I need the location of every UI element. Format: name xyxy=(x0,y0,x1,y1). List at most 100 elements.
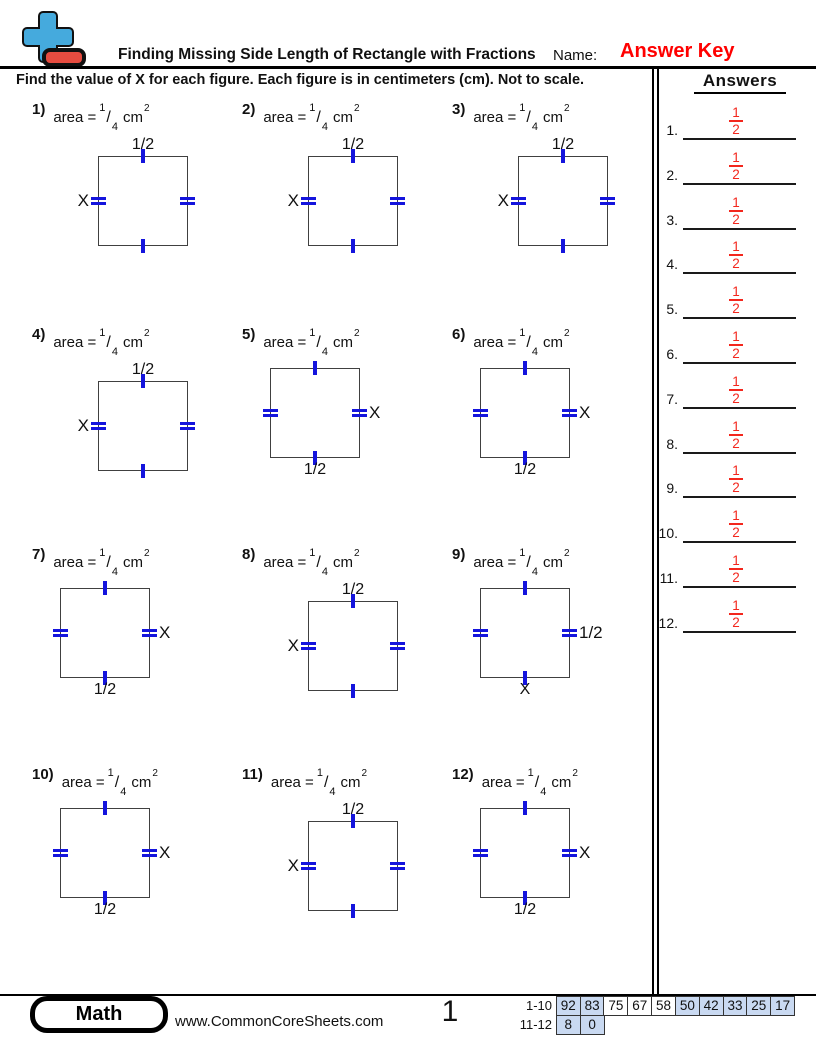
area-numerator: 1 xyxy=(519,102,526,114)
answer-blank-line xyxy=(683,272,796,274)
problem-header: 9) area =1/4cm2 xyxy=(440,540,650,578)
score-cell: 58 xyxy=(651,996,677,1016)
rectangle-figure: X 1/2 xyxy=(473,361,590,478)
fraction-bar xyxy=(729,254,743,256)
area-prefix: area = xyxy=(61,774,105,791)
area-slash: / xyxy=(526,334,531,351)
answer-blank-line xyxy=(683,317,796,319)
double-tick-mark-right xyxy=(390,862,405,870)
area-denominator: 4 xyxy=(531,346,538,358)
area-denominator: 4 xyxy=(321,346,328,358)
double-tick-mark-left xyxy=(473,409,488,417)
double-tick-mark-left xyxy=(301,197,316,205)
area-unit: cm xyxy=(333,109,353,126)
area-prefix: area = xyxy=(473,334,517,351)
area-denominator: 4 xyxy=(531,566,538,578)
area-exponent: 2 xyxy=(144,103,150,114)
problem-number: 4) xyxy=(32,326,46,343)
problem-5: 5) area =1/4cm2 X 1/2 xyxy=(230,320,440,540)
double-tick-mark-right xyxy=(180,197,195,205)
fraction-bar xyxy=(729,434,743,436)
area-denominator: 4 xyxy=(111,121,118,133)
problem-6: 6) area =1/4cm2 X 1/2 xyxy=(440,320,650,540)
area-exponent: 2 xyxy=(152,768,158,779)
answer-number: 2. xyxy=(666,167,678,183)
fraction-denominator: 2 xyxy=(732,615,740,630)
tick-mark-top xyxy=(561,149,565,163)
problem-12: 12) area =1/4cm2 X 1/2 xyxy=(440,760,650,980)
area-slash: / xyxy=(316,334,321,351)
side-label-left: X xyxy=(77,191,89,210)
area-label: area =1/4cm2 xyxy=(53,102,149,133)
answer-blank-line xyxy=(683,541,796,543)
problem-header: 8) area =1/4cm2 xyxy=(230,540,440,578)
page-number: 1 xyxy=(441,995,459,1028)
fraction-denominator: 2 xyxy=(732,480,740,495)
area-unit: cm xyxy=(131,774,152,791)
area-prefix: area = xyxy=(481,774,525,791)
rectangle-figure: 1/2 X xyxy=(288,801,405,918)
side-label-bottom: 1/2 xyxy=(513,461,537,478)
tick-mark-bottom xyxy=(313,451,317,465)
area-exponent: 2 xyxy=(144,548,150,559)
fraction-bar xyxy=(729,568,743,570)
double-tick-mark-left xyxy=(91,197,106,205)
tick-mark-top xyxy=(351,814,355,828)
subject-badge: Math xyxy=(30,996,168,1033)
side-label-left: X xyxy=(77,416,89,435)
side-label-top: 1/2 xyxy=(341,581,365,598)
tick-mark-top xyxy=(103,581,107,595)
fraction-numerator: 1 xyxy=(732,598,740,613)
fraction-denominator: 2 xyxy=(732,212,740,227)
side-label-top: 1/2 xyxy=(341,136,365,153)
side-label-bottom: 1/2 xyxy=(93,681,117,698)
tick-mark-top xyxy=(523,801,527,815)
area-label: area =1/4cm2 xyxy=(263,102,359,133)
answers-column-divider xyxy=(652,68,659,996)
fraction-denominator: 2 xyxy=(732,122,740,137)
score-cell: 42 xyxy=(698,996,724,1016)
area-unit: cm xyxy=(551,774,572,791)
tick-mark-bottom xyxy=(523,891,527,905)
side-label-top: 1/2 xyxy=(131,361,155,378)
answer-key-label: Answer Key xyxy=(620,40,735,62)
fraction-denominator: 2 xyxy=(732,167,740,182)
side-label-left: X xyxy=(287,856,299,875)
rectangle-figure: X 1/2 xyxy=(53,801,170,918)
answer-blank-line xyxy=(683,362,796,364)
answer-number: 9. xyxy=(666,480,678,496)
area-prefix: area = xyxy=(473,554,517,571)
area-denominator: 4 xyxy=(531,121,538,133)
area-denominator: 4 xyxy=(321,566,328,578)
fraction-numerator: 1 xyxy=(732,508,740,523)
problem-8: 8) area =1/4cm2 1/2 X xyxy=(230,540,440,760)
area-exponent: 2 xyxy=(361,768,368,779)
rectangle-figure: 1/2 X xyxy=(288,581,405,698)
double-tick-mark-left xyxy=(53,849,68,857)
area-exponent: 2 xyxy=(354,328,360,339)
side-label-left: X xyxy=(497,191,509,210)
problem-header: 3) area =1/4cm2 xyxy=(440,95,650,133)
double-tick-mark-right xyxy=(180,422,195,430)
area-exponent: 2 xyxy=(564,328,570,339)
score-cell: 92 xyxy=(555,996,581,1016)
tick-mark-bottom xyxy=(103,671,107,685)
problem-number: 2) xyxy=(242,101,256,118)
area-exponent: 2 xyxy=(564,103,570,114)
answers-heading: Answers xyxy=(694,71,786,94)
score-cell: 0 xyxy=(579,1015,605,1035)
tick-mark-bottom xyxy=(103,891,107,905)
problem-7: 7) area =1/4cm2 X 1/2 xyxy=(20,540,230,760)
double-tick-mark-left xyxy=(473,629,488,637)
area-unit: cm xyxy=(123,109,143,126)
header-divider-line xyxy=(0,66,816,69)
double-tick-mark-right xyxy=(562,409,577,417)
area-label: area =1/4cm2 xyxy=(481,767,578,798)
problem-header: 1) area =1/4cm2 xyxy=(20,95,230,133)
